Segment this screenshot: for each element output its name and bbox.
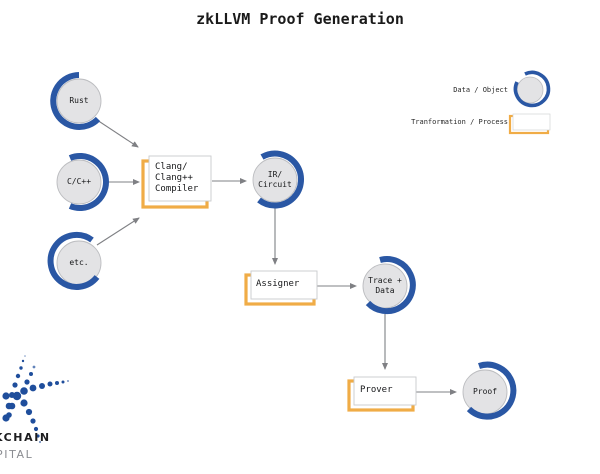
ircircuit-disc xyxy=(252,157,298,203)
ircircuit-arc xyxy=(257,150,304,209)
edge-etc-compiler xyxy=(96,217,140,246)
etc-arc xyxy=(47,231,100,290)
trace-arc xyxy=(365,256,416,315)
node-prover[interactable] xyxy=(347,376,417,412)
node-compiler[interactable] xyxy=(141,155,212,209)
node-proof[interactable] xyxy=(462,361,517,420)
logo-text-primary: KCHAIN xyxy=(0,431,51,444)
logo-text-secondary: PITAL xyxy=(0,448,34,461)
legend-circle-swatch xyxy=(513,70,551,108)
assigner-panel xyxy=(250,270,318,300)
rust-arc xyxy=(50,72,101,130)
proof-arc xyxy=(466,361,517,420)
legend-label-data: Data / Object xyxy=(453,86,508,94)
logo-star-dots xyxy=(2,355,69,444)
legend-rect-swatch xyxy=(508,113,551,135)
rust-disc xyxy=(56,78,102,124)
node-etc[interactable] xyxy=(47,231,102,290)
legend-rect-panel xyxy=(512,113,551,131)
node-ccpp[interactable] xyxy=(56,153,109,211)
legend-arc xyxy=(513,70,551,108)
node-ircircuit[interactable] xyxy=(252,150,304,209)
prover-panel xyxy=(353,376,417,406)
compiler-panel xyxy=(148,155,212,202)
node-trace[interactable] xyxy=(362,256,416,315)
page-title: zkLLVM Proof Generation xyxy=(196,10,404,28)
ccpp-disc xyxy=(56,159,102,205)
edge-rust-compiler xyxy=(96,119,139,148)
node-rust[interactable] xyxy=(50,72,102,130)
node-assigner[interactable] xyxy=(244,270,318,306)
trace-disc xyxy=(362,263,408,309)
ccpp-arc xyxy=(68,153,109,211)
legend-label-process: Tranformation / Process xyxy=(411,118,508,126)
